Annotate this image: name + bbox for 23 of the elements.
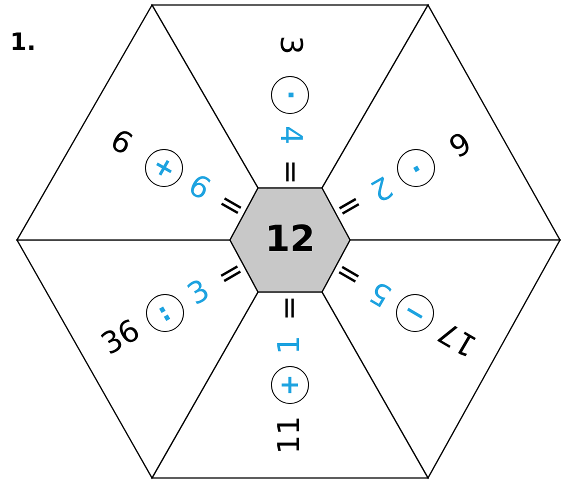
answer-number: 3 <box>183 274 215 310</box>
number-label: 3 <box>275 35 305 55</box>
equals-sign: = <box>275 159 305 185</box>
answer-number: 5 <box>364 275 396 311</box>
equals-sign: = <box>330 186 368 226</box>
equals-sign: = <box>212 254 250 294</box>
equals-sign: = <box>330 254 368 294</box>
answer-number: 2 <box>365 170 397 206</box>
equals-sign: = <box>212 186 250 226</box>
number-label: 17 <box>434 316 482 361</box>
answer-number: 6 <box>183 170 215 206</box>
number-label: 36 <box>97 315 146 360</box>
answer-number: 4 <box>275 125 305 145</box>
hexagon-segment <box>17 240 258 478</box>
number-label: 6 <box>104 125 136 161</box>
result-number: 12 <box>264 225 316 255</box>
answer-number: 1 <box>275 335 305 355</box>
number-label: 11 <box>275 416 305 454</box>
hexagon-segment <box>322 5 560 240</box>
hexagon-segment <box>322 240 560 478</box>
number-label: 6 <box>443 124 475 160</box>
exercise-number: 1. <box>10 28 36 56</box>
equals-sign: = <box>275 295 305 321</box>
